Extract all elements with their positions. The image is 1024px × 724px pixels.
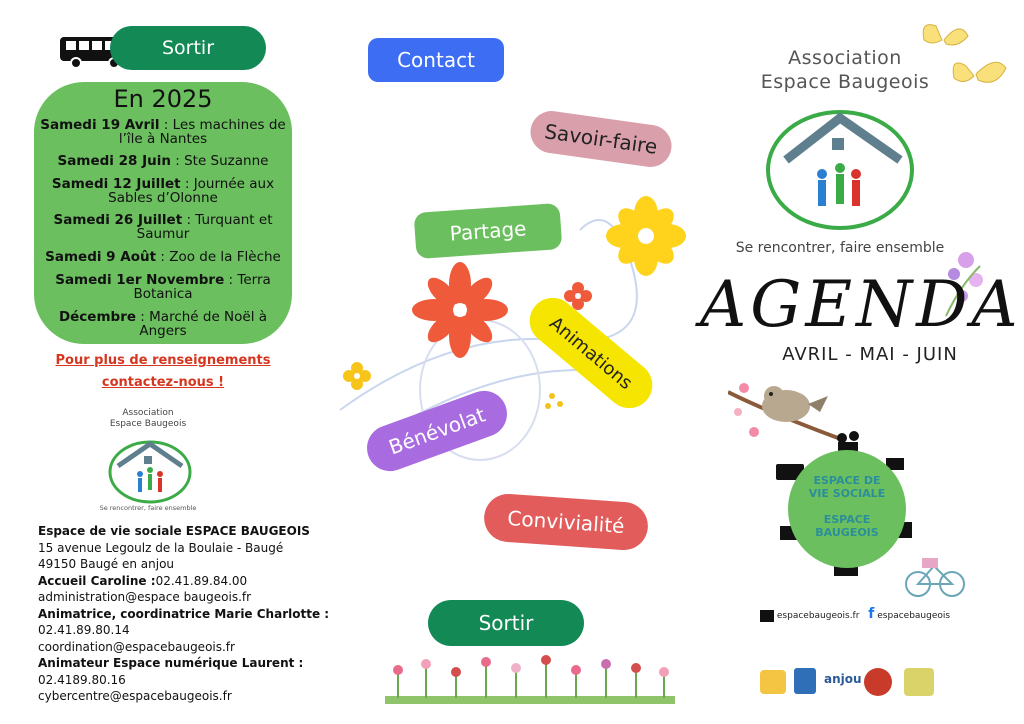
flower-bouquet-icon <box>945 252 983 317</box>
association-logo-small <box>108 440 192 504</box>
slogan-small: Se rencontrer, faire ensemble <box>99 504 197 512</box>
bird-on-branch-icon <box>728 383 839 440</box>
cybercentre-email[interactable]: cybercentre@espacebaugeois.fr <box>38 689 232 703</box>
yellow-flower-icon <box>606 196 686 276</box>
events-panel <box>34 82 292 344</box>
event-date: Samedi 19 Avril <box>40 117 160 133</box>
numerique-label: Animateur Espace numérique Laurent : <box>38 656 304 670</box>
event-date: Samedi 26 Juillet <box>53 212 183 228</box>
savoir-faire-tag: Savoir-faire <box>527 108 675 170</box>
small-red-flower-icon <box>564 282 592 310</box>
facebook-link[interactable]: espacebaugeois <box>877 611 951 621</box>
event-item: Samedi 19 Avril : Les machines de l’île … <box>34 118 292 146</box>
evs-line-1: ESPACE DE <box>813 474 881 487</box>
association-title: Association Espace Baugeois <box>740 46 950 94</box>
social-links: espacebaugeois.fr f espacebaugeois <box>760 606 960 624</box>
coordination-email[interactable]: coordination@espacebaugeois.fr <box>38 639 235 654</box>
event-item: Samedi 12 Juillet : Journée aux Sables d… <box>34 177 292 205</box>
caf-logo <box>794 668 816 694</box>
event-date: Samedi 9 Août <box>45 249 157 265</box>
red-flower-icon <box>412 262 508 358</box>
event-date: Samedi 1er Novembre <box>55 272 225 288</box>
website-link[interactable]: espacebaugeois.fr <box>776 611 860 621</box>
accueil-phone[interactable]: 02.41.89.84.00 <box>155 573 248 588</box>
decorative-flowers-swirls <box>339 196 686 461</box>
event-date: Samedi 28 Juin <box>57 153 171 169</box>
agenda-title: AGENDA <box>700 268 1022 342</box>
assoc-line-2: Espace Baugeois <box>109 419 187 429</box>
contact-button[interactable]: Contact <box>368 38 504 82</box>
contact-us-link[interactable]: Pour plus de renseignements contactez-no… <box>34 350 292 394</box>
accueil-label: Accueil Caroline : <box>38 573 156 588</box>
flower-border-decoration <box>385 655 675 704</box>
espace-vie-sociale-badge <box>788 450 906 568</box>
info-line-2: contactez-nous ! <box>101 375 225 390</box>
year-title: En 2025 <box>113 85 213 113</box>
assoc-title-line-1: Association <box>788 47 902 69</box>
contact-name: Espace de vie sociale ESPACE BAUGEOIS <box>38 524 310 538</box>
evs-title: ESPACE DE VIE SOCIALE <box>788 474 906 500</box>
event-text: : Journée aux Sables d’Olonne <box>108 176 275 206</box>
event-item: Samedi 28 Juin : Ste Suzanne <box>34 154 292 168</box>
info-line-1: Pour plus de renseignements <box>55 353 271 368</box>
event-item: Samedi 26 Juillet : Turquant et Saumur <box>34 213 292 241</box>
evs-subtitle: ESPACE BAUGEOIS <box>788 513 906 539</box>
convivialite-tag: Convivialité <box>482 492 650 552</box>
partner-round-logo <box>864 668 892 696</box>
event-text: : Ste Suzanne <box>170 153 269 169</box>
contact-address-1: 15 avenue Legoulz de la Boulaie - Baugé <box>38 540 284 555</box>
sortir-bottom-button[interactable]: Sortir <box>428 600 584 646</box>
laptop-icon <box>886 458 904 470</box>
sortir-top-button[interactable]: Sortir <box>110 26 266 70</box>
contact-address-2: 49150 Baugé en anjou <box>38 557 175 571</box>
anjou-logo: anjou <box>824 672 862 686</box>
association-name-small: Association Espace Baugeois <box>90 408 206 430</box>
event-date: Samedi 12 Juillet <box>51 176 181 192</box>
event-text: : Terra Botanica <box>133 272 271 302</box>
slogan: Se rencontrer, faire ensemble <box>735 240 945 256</box>
association-logo <box>766 110 914 230</box>
event-text: : Marché de Noël à Angers <box>136 309 268 339</box>
hat-icon <box>834 566 858 576</box>
evs-line-2: VIE SOCIALE <box>808 487 886 500</box>
event-date: Décembre <box>58 309 137 325</box>
event-item: Samedi 9 Août : Zoo de la Flèche <box>34 250 292 264</box>
event-item: Décembre : Marché de Noël à Angers <box>34 310 292 338</box>
partner-logos <box>760 668 934 696</box>
admin-email[interactable]: administration@espace baugeois.fr <box>38 590 252 604</box>
evs-line-3: ESPACE <box>823 513 871 526</box>
facebook-icon: f <box>868 606 875 622</box>
event-item: Samedi 1er Novembre : Terra Botanica <box>34 273 292 301</box>
event-text: : Turquant et Saumur <box>136 212 273 242</box>
partner-logo <box>760 670 786 694</box>
bicycle-icon <box>905 564 965 597</box>
animatrice-label: Animatrice, coordinatrice Marie Charlott… <box>38 606 330 621</box>
months-subtitle: AVRIL - MAI - JUIN <box>782 344 958 365</box>
evs-line-4: BAUGEOIS <box>815 526 879 539</box>
partner-logo <box>904 668 934 696</box>
website-icon <box>760 609 774 622</box>
event-text: : Les machines de l’île à Nantes <box>118 117 286 147</box>
assoc-title-line-2: Espace Baugeois <box>760 71 930 93</box>
event-text: : Zoo de la Flèche <box>156 249 281 265</box>
assoc-line-1: Association <box>122 408 174 418</box>
numerique-phone[interactable]: 02.4189.80.16 <box>38 672 126 687</box>
contact-details: Espace de vie sociale ESPACE BAUGEOIS 15… <box>38 523 330 705</box>
animatrice-phone[interactable]: 02.41.89.80.14 <box>38 623 130 637</box>
butterfly-icon <box>922 24 1007 83</box>
small-yellow-flower-icon <box>343 362 371 390</box>
